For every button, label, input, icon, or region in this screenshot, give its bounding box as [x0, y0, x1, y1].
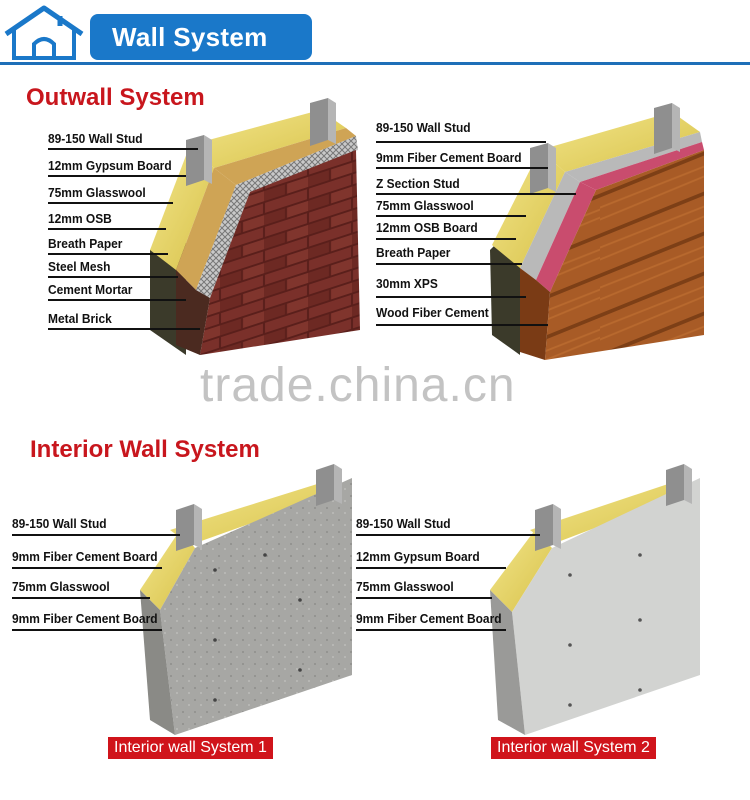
label-wall-stud: 89-150 Wall Stud	[376, 120, 471, 135]
interior-system-2-diagram	[490, 464, 700, 735]
leader-line	[356, 629, 506, 631]
label-glasswool: 75mm Glasswool	[48, 185, 146, 200]
leader-line	[48, 276, 178, 278]
label-xps: 30mm XPS	[376, 276, 438, 291]
leader-line	[376, 238, 516, 240]
interior-system-1-caption: Interior wall System 1	[108, 737, 273, 759]
outwall-system-a-diagram	[150, 98, 360, 355]
label-fiber-cement-board: 9mm Fiber Cement Board	[12, 611, 158, 626]
label-steel-mesh: Steel Mesh	[48, 259, 111, 274]
label-cement-mortar: Cement Mortar	[48, 282, 133, 297]
leader-line	[376, 193, 576, 195]
label-osb-board: 12mm OSB Board	[376, 220, 478, 235]
label-fiber-cement-board: 9mm Fiber Cement Board	[376, 150, 522, 165]
leader-line	[48, 328, 200, 330]
interior-title: Interior Wall System	[30, 436, 260, 463]
leader-line	[356, 597, 492, 599]
interior-system-2-caption: Interior wall System 2	[491, 737, 656, 759]
interior-system-1-diagram	[140, 464, 352, 735]
leader-line	[376, 215, 526, 217]
watermark: trade.china.cn	[200, 359, 516, 412]
label-gypsum-board: 12mm Gypsum Board	[48, 158, 172, 173]
house-icon	[4, 5, 84, 60]
outwall-title: Outwall System	[26, 84, 205, 111]
leader-line	[48, 253, 168, 255]
label-wood-fiber-cement: Wood Fiber Cement	[376, 305, 489, 320]
leader-line	[376, 141, 546, 143]
leader-line	[48, 228, 166, 230]
outwall-system-b-diagram	[490, 103, 704, 360]
header-divider	[0, 62, 750, 65]
label-breath-paper: Breath Paper	[376, 245, 451, 260]
leader-line	[48, 202, 173, 204]
leader-line	[376, 296, 526, 298]
label-osb: 12mm OSB	[48, 211, 112, 226]
leader-line	[356, 534, 540, 536]
leader-line	[376, 324, 548, 326]
leader-line	[376, 167, 548, 169]
label-gypsum-board: 12mm Gypsum Board	[356, 549, 480, 564]
label-glasswool: 75mm Glasswool	[376, 198, 474, 213]
label-wall-stud: 89-150 Wall Stud	[48, 131, 143, 146]
leader-line	[356, 567, 506, 569]
label-breath-paper: Breath Paper	[48, 236, 123, 251]
label-glasswool: 75mm Glasswool	[12, 579, 110, 594]
label-fiber-cement-board: 9mm Fiber Cement Board	[12, 549, 158, 564]
leader-line	[12, 597, 150, 599]
leader-line	[48, 299, 186, 301]
leader-line	[12, 534, 180, 536]
label-z-section-stud: Z Section Stud	[376, 176, 460, 191]
label-wall-stud: 89-150 Wall Stud	[356, 516, 451, 531]
leader-line	[48, 175, 186, 177]
leader-line	[376, 263, 522, 265]
page-title: Wall System	[90, 14, 312, 60]
label-glasswool: 75mm Glasswool	[356, 579, 454, 594]
label-metal-brick: Metal Brick	[48, 311, 112, 326]
leader-line	[12, 629, 162, 631]
leader-line	[12, 567, 162, 569]
label-fiber-cement-board: 9mm Fiber Cement Board	[356, 611, 502, 626]
leader-line	[48, 148, 198, 150]
logo	[0, 0, 90, 64]
label-wall-stud: 89-150 Wall Stud	[12, 516, 107, 531]
